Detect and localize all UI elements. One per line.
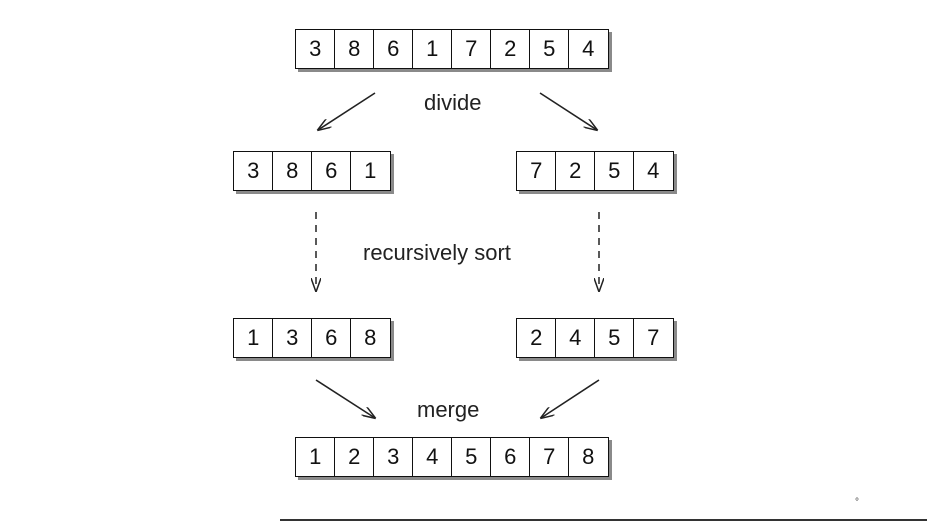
- right-sorted-cell: 4: [555, 318, 596, 358]
- merge-label: merge: [417, 397, 480, 422]
- left-half-array: 3 8 6 1: [233, 151, 391, 191]
- left-sorted-cell: 3: [272, 318, 313, 358]
- merge-arrow-right: [541, 379, 600, 418]
- left-half-cell: 8: [272, 151, 313, 191]
- output-cell: 2: [334, 437, 375, 477]
- right-half-cell: 4: [633, 151, 674, 191]
- divide-label: divide: [424, 90, 482, 115]
- left-sorted-cell: 8: [350, 318, 391, 358]
- input-cell: 7: [451, 29, 492, 69]
- input-cell: 5: [529, 29, 570, 69]
- right-half-cell: 5: [594, 151, 635, 191]
- output-cell: 6: [490, 437, 531, 477]
- recursive-sort-label: recursively sort: [363, 240, 511, 265]
- right-sorted-cell: 5: [594, 318, 635, 358]
- input-cell: 4: [568, 29, 609, 69]
- input-cell: 8: [334, 29, 375, 69]
- left-half-cell: 3: [233, 151, 274, 191]
- output-cell: 5: [451, 437, 492, 477]
- input-array: 3 8 6 1 7 2 5 4: [295, 29, 609, 69]
- divide-arrow-left: [318, 92, 376, 130]
- merge-arrow-left: [315, 379, 375, 418]
- right-half-array: 7 2 5 4: [516, 151, 674, 191]
- right-sorted-cell: 2: [516, 318, 557, 358]
- left-sorted-cell: 6: [311, 318, 352, 358]
- left-sorted-array: 1 3 6 8: [233, 318, 391, 358]
- output-cell: 7: [529, 437, 570, 477]
- input-cell: 1: [412, 29, 453, 69]
- divide-arrow-right: [539, 92, 597, 130]
- output-cell: 4: [412, 437, 453, 477]
- output-array: 1 2 3 4 5 6 7 8: [295, 437, 609, 477]
- right-half-cell: 2: [555, 151, 596, 191]
- right-sorted-array: 2 4 5 7: [516, 318, 674, 358]
- output-cell: 3: [373, 437, 414, 477]
- bottom-divider: [280, 519, 927, 521]
- right-half-cell: 7: [516, 151, 557, 191]
- left-half-cell: 6: [311, 151, 352, 191]
- output-cell: 1: [295, 437, 336, 477]
- right-sorted-cell: 7: [633, 318, 674, 358]
- left-half-cell: 1: [350, 151, 391, 191]
- input-cell: 3: [295, 29, 336, 69]
- left-sorted-cell: 1: [233, 318, 274, 358]
- input-cell: 6: [373, 29, 414, 69]
- input-cell: 2: [490, 29, 531, 69]
- footer-mark: °: [855, 497, 859, 508]
- output-cell: 8: [568, 437, 609, 477]
